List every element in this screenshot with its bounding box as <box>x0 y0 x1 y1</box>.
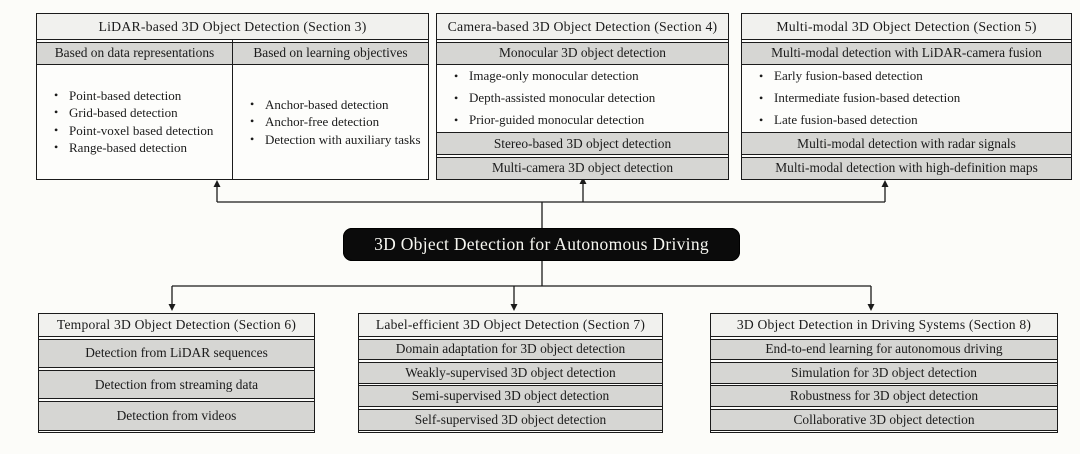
section-title: Camera-based 3D Object Detection (Sectio… <box>437 14 728 40</box>
arrow-up-lidar-icon <box>213 180 221 187</box>
list-item: Prior-guided monocular detection <box>454 109 724 131</box>
bullet-list: Early fusion-based detection Intermediat… <box>742 65 1071 131</box>
section-box-camera: Camera-based 3D Object Detection (Sectio… <box>436 13 729 180</box>
column-header: Based on data representations <box>37 41 232 65</box>
list-item: Detection with auxiliary tasks <box>250 131 424 149</box>
section-title: Temporal 3D Object Detection (Section 6) <box>39 314 314 337</box>
sub-row: Domain adaptation for 3D object detectio… <box>359 338 662 361</box>
arrow-down-temporal-icon <box>168 304 176 311</box>
list-item: Range-based detection <box>54 139 228 157</box>
list-item: Anchor-free detection <box>250 113 424 131</box>
section-box-label-efficient: Label-efficient 3D Object Detection (Sec… <box>358 313 663 433</box>
bullet-list: Anchor-based detection Anchor-free detec… <box>233 65 428 180</box>
section-title: Multi-modal 3D Object Detection (Section… <box>742 14 1071 40</box>
list-item: Point-based detection <box>54 87 228 105</box>
connector-root-to-bottom <box>171 260 872 306</box>
section-box-multimodal: Multi-modal 3D Object Detection (Section… <box>741 13 1072 180</box>
bullet-list: Image-only monocular detection Depth-ass… <box>437 65 728 131</box>
sub-row: Detection from videos <box>39 400 314 431</box>
section-title: Label-efficient 3D Object Detection (Sec… <box>359 314 662 337</box>
bullet-list: Point-based detection Grid-based detecti… <box>37 65 232 180</box>
list-item: Grid-based detection <box>54 104 228 122</box>
arrow-down-driving-icon <box>867 304 875 311</box>
sub-row: Simulation for 3D object detection <box>711 361 1057 384</box>
sub-row: End-to-end learning for autonomous drivi… <box>711 338 1057 361</box>
sub-row: Detection from streaming data <box>39 369 314 400</box>
lidar-column-data-representations: Based on data representations Point-base… <box>37 40 233 179</box>
list-item: Intermediate fusion-based detection <box>759 87 1067 109</box>
list-item: Anchor-based detection <box>250 96 424 114</box>
sub-row: Multi-modal detection with high-definiti… <box>742 156 1071 180</box>
sub-row: Monocular 3D object detection <box>437 41 728 65</box>
list-item: Point-voxel based detection <box>54 122 228 140</box>
root-node: 3D Object Detection for Autonomous Drivi… <box>343 228 740 261</box>
section-box-temporal: Temporal 3D Object Detection (Section 6)… <box>38 313 315 433</box>
sub-row: Detection from LiDAR sequences <box>39 338 314 369</box>
sub-row: Collaborative 3D object detection <box>711 408 1057 431</box>
list-item: Early fusion-based detection <box>759 65 1067 87</box>
sub-row: Multi-modal detection with radar signals <box>742 132 1071 155</box>
section-title: LiDAR-based 3D Object Detection (Section… <box>37 14 428 40</box>
column-header: Based on learning objectives <box>233 41 428 65</box>
section-box-driving-systems: 3D Object Detection in Driving Systems (… <box>710 313 1058 433</box>
list-item: Late fusion-based detection <box>759 109 1067 131</box>
sub-row: Self-supervised 3D object detection <box>359 408 662 431</box>
sub-row: Semi-supervised 3D object detection <box>359 385 662 408</box>
connector-root-to-top <box>216 180 886 229</box>
section-title: 3D Object Detection in Driving Systems (… <box>711 314 1057 337</box>
list-item: Image-only monocular detection <box>454 65 724 87</box>
sub-row: Multi-modal detection with LiDAR-camera … <box>742 41 1071 65</box>
arrow-down-label-icon <box>510 304 518 311</box>
sub-row: Multi-camera 3D object detection <box>437 156 728 180</box>
lidar-column-learning-objectives: Based on learning objectives Anchor-base… <box>233 40 428 179</box>
sub-row: Robustness for 3D object detection <box>711 385 1057 408</box>
sub-row: Weakly-supervised 3D object detection <box>359 361 662 384</box>
list-item: Depth-assisted monocular detection <box>454 87 724 109</box>
sub-row: Stereo-based 3D object detection <box>437 132 728 155</box>
lidar-columns: Based on data representations Point-base… <box>37 40 428 179</box>
section-box-lidar: LiDAR-based 3D Object Detection (Section… <box>36 13 429 180</box>
arrow-up-multimodal-icon <box>881 180 889 187</box>
